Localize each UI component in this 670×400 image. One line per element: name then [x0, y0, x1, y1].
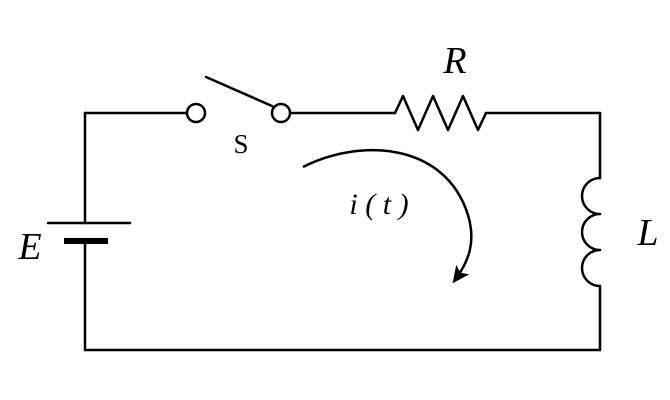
inductor-symbol — [580, 176, 602, 288]
resistor-symbol — [393, 94, 488, 132]
current-direction-arrow — [302, 148, 473, 284]
current-label: i ( t ) — [349, 188, 408, 221]
resistor-label: R — [442, 40, 466, 82]
switch-terminal-left — [185, 102, 207, 124]
source-label: E — [17, 226, 41, 268]
switch-terminal-right — [270, 102, 292, 124]
inductor-label: L — [636, 212, 658, 254]
circuit-wires — [46, 75, 602, 352]
switch-blade — [204, 75, 274, 108]
switch-label: S — [233, 129, 248, 159]
